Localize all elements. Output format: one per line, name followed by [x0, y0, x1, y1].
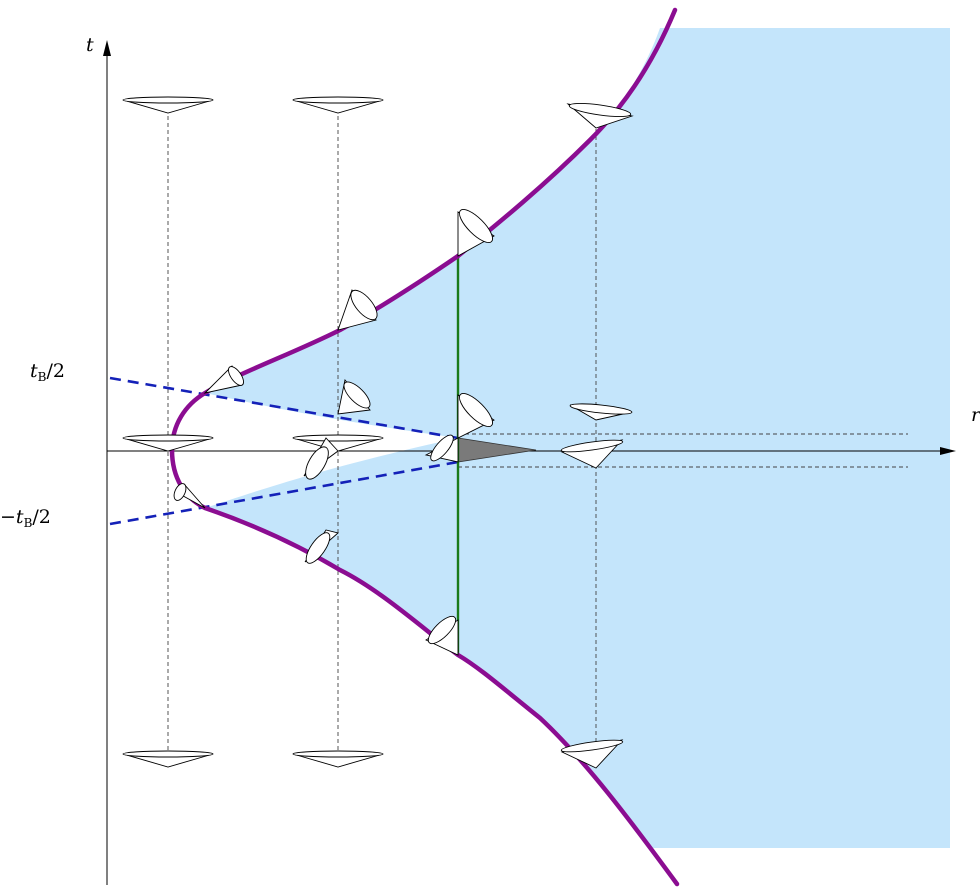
light-cone-icon: [292, 96, 384, 114]
light-cone-icon: [424, 434, 459, 463]
light-cone-icon: [122, 750, 214, 768]
light-cone-icon: [203, 365, 244, 394]
light-cone-icon: [292, 750, 384, 768]
dashed-guides: [167, 102, 908, 768]
light-cone-icon: [122, 434, 214, 452]
t-axis-label: t: [86, 34, 94, 56]
light-cone-icon: [337, 378, 371, 415]
shaded-region: [205, 28, 950, 848]
light-rays: [109, 376, 459, 526]
light-cone-icon: [457, 392, 495, 439]
light-cone-icon: [337, 289, 378, 331]
light-cone-icon: [560, 739, 624, 769]
light-cone-icon: [457, 208, 495, 257]
light-cone-icon: [425, 615, 459, 656]
light-cone-icon: [292, 434, 384, 452]
light-cone-icon: [173, 483, 206, 509]
lower-tick-label: −tB/2: [0, 506, 51, 530]
upper-tick-label: tB/2: [30, 360, 65, 384]
light-cones: [122, 96, 634, 769]
light-cone-icon: [569, 403, 633, 421]
light-cone-icon: [304, 529, 339, 564]
light-cone-icon: [303, 437, 339, 480]
light-cone-icon: [560, 439, 624, 469]
light-cone-icon: [566, 102, 634, 129]
light-cone-icon: [122, 96, 214, 114]
r-axis-label: r: [971, 404, 980, 426]
